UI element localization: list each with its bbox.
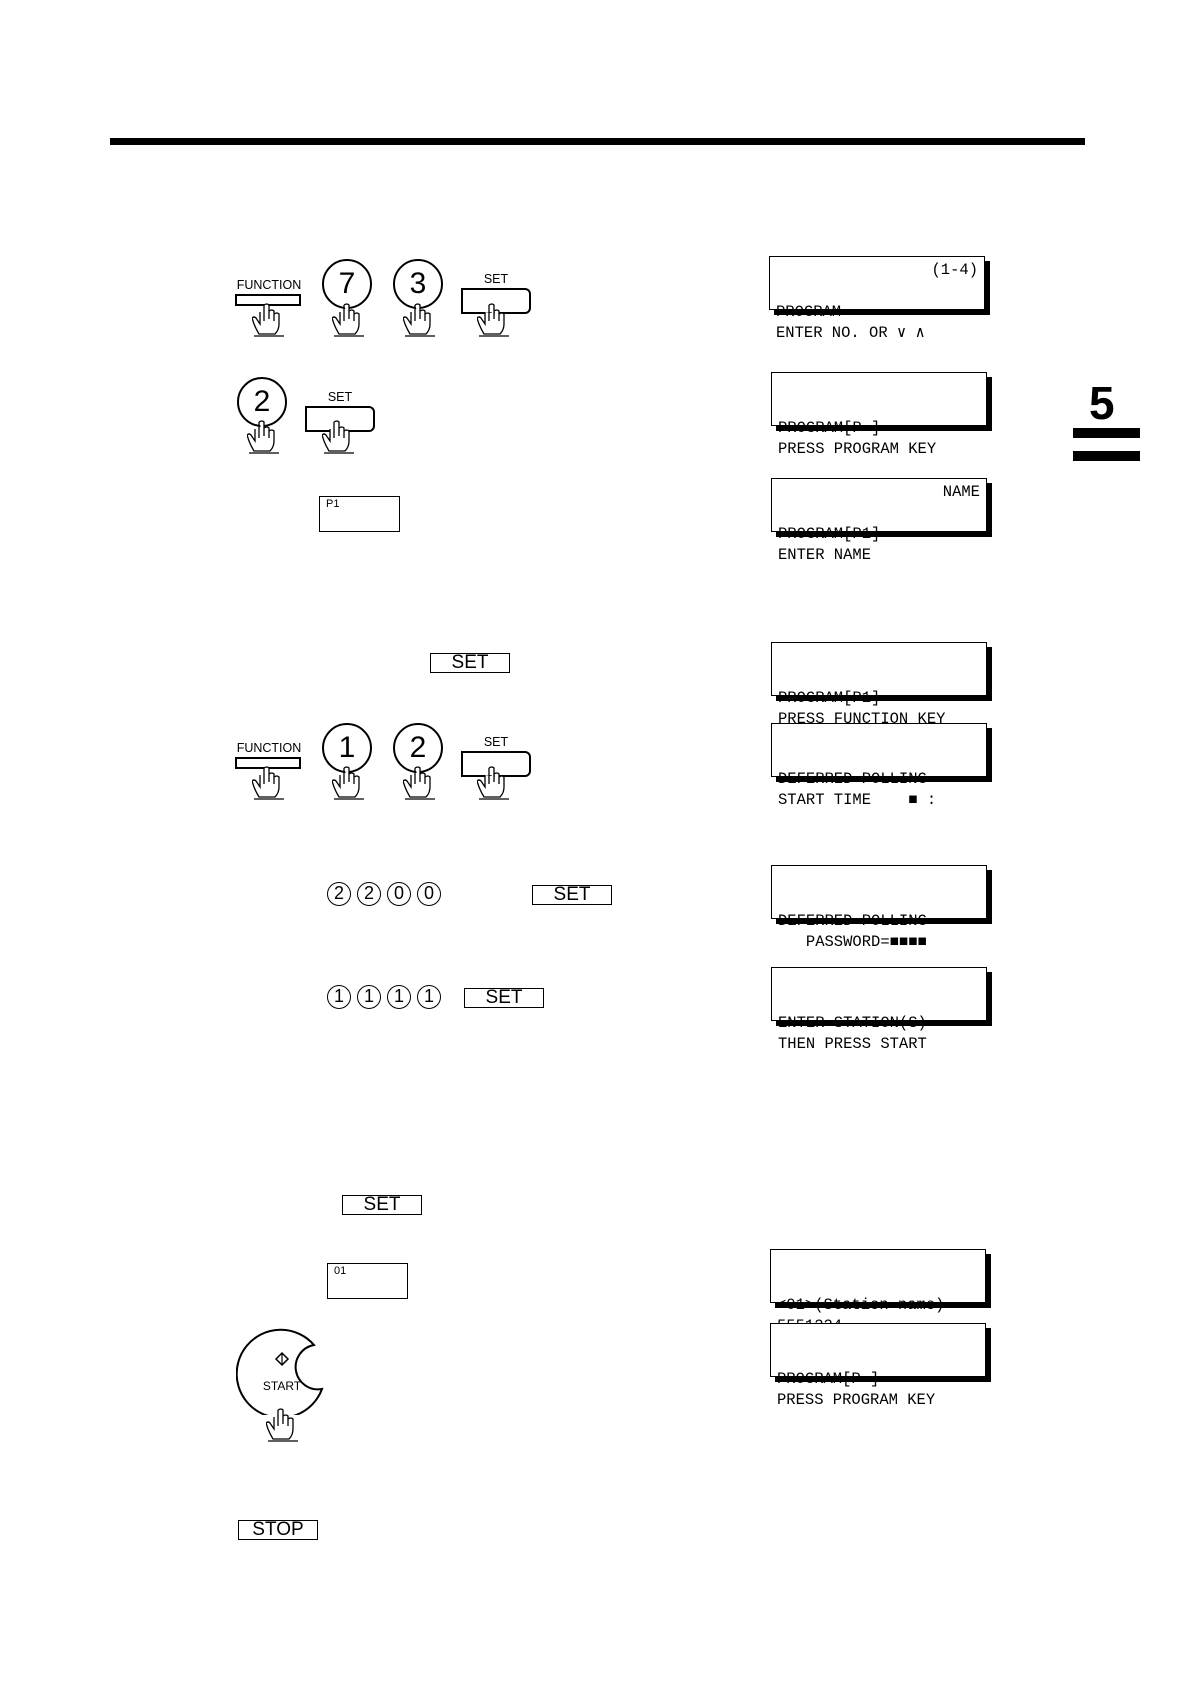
digit-0[interactable]: 0 <box>387 882 411 906</box>
lcd-display: PROGRAM[P1]PRESS FUNCTION KEY <box>771 642 987 728</box>
number-key-2[interactable]: 2 <box>393 723 443 773</box>
lcd-display: PROGRAM[P ]PRESS PROGRAM KEY <box>770 1323 986 1409</box>
lcd-display: DEFERRED POLLING PASSWORD=■■■■ <box>771 865 987 951</box>
chapter-tab-number: 5 <box>1089 377 1115 429</box>
number-key-3[interactable]: 3 <box>393 259 443 309</box>
number-key-7[interactable]: 7 <box>322 259 372 309</box>
pressing-hand-icon <box>477 766 510 800</box>
digit-2[interactable]: 2 <box>357 882 381 906</box>
lcd-display: PROGRAM[P ]PRESS PROGRAM KEY <box>771 372 987 458</box>
set-key[interactable]: SET <box>430 653 510 673</box>
stop-key[interactable]: STOP <box>238 1520 318 1540</box>
station-key-01[interactable]: 01 <box>327 1263 408 1299</box>
pressing-hand-icon <box>252 766 285 800</box>
set-key[interactable]: SET <box>532 885 612 905</box>
digit-0[interactable]: 0 <box>417 882 441 906</box>
header-rule <box>110 138 1085 145</box>
chapter-tab-bar <box>1073 451 1140 461</box>
digit-1[interactable]: 1 <box>357 985 381 1009</box>
digit-2[interactable]: 2 <box>327 882 351 906</box>
pressing-hand-icon <box>403 303 436 337</box>
number-key-1[interactable]: 1 <box>322 723 372 773</box>
lcd-display: ENTER STATION(S)THEN PRESS START <box>771 967 987 1053</box>
digit-1[interactable]: 1 <box>327 985 351 1009</box>
set-key[interactable]: SET <box>464 988 544 1008</box>
pressing-hand-icon <box>332 766 365 800</box>
pressing-hand-icon <box>403 766 436 800</box>
number-key-2[interactable]: 2 <box>237 377 287 427</box>
pressing-hand-icon <box>247 420 280 454</box>
pressing-hand-icon <box>322 420 355 454</box>
start-key-outline <box>235 1328 324 1419</box>
pressing-hand-icon <box>332 303 365 337</box>
start-key[interactable]: START <box>235 1323 328 1419</box>
pressing-hand-icon <box>252 303 285 337</box>
start-key-label: START <box>262 1379 302 1393</box>
digit-1[interactable]: 1 <box>387 985 411 1009</box>
set-key[interactable]: SET <box>342 1195 422 1215</box>
digit-1[interactable]: 1 <box>417 985 441 1009</box>
lcd-display: <01>(Station name)5551234 <box>770 1249 986 1335</box>
lcd-display: PROGRAM(1-4)ENTER NO. OR ∨ ∧ <box>769 256 985 342</box>
pressing-hand-icon <box>477 303 510 337</box>
chapter-tab-bar <box>1073 428 1140 438</box>
program-key-p1[interactable]: P1 <box>319 496 400 532</box>
pressing-hand-icon <box>266 1408 299 1442</box>
